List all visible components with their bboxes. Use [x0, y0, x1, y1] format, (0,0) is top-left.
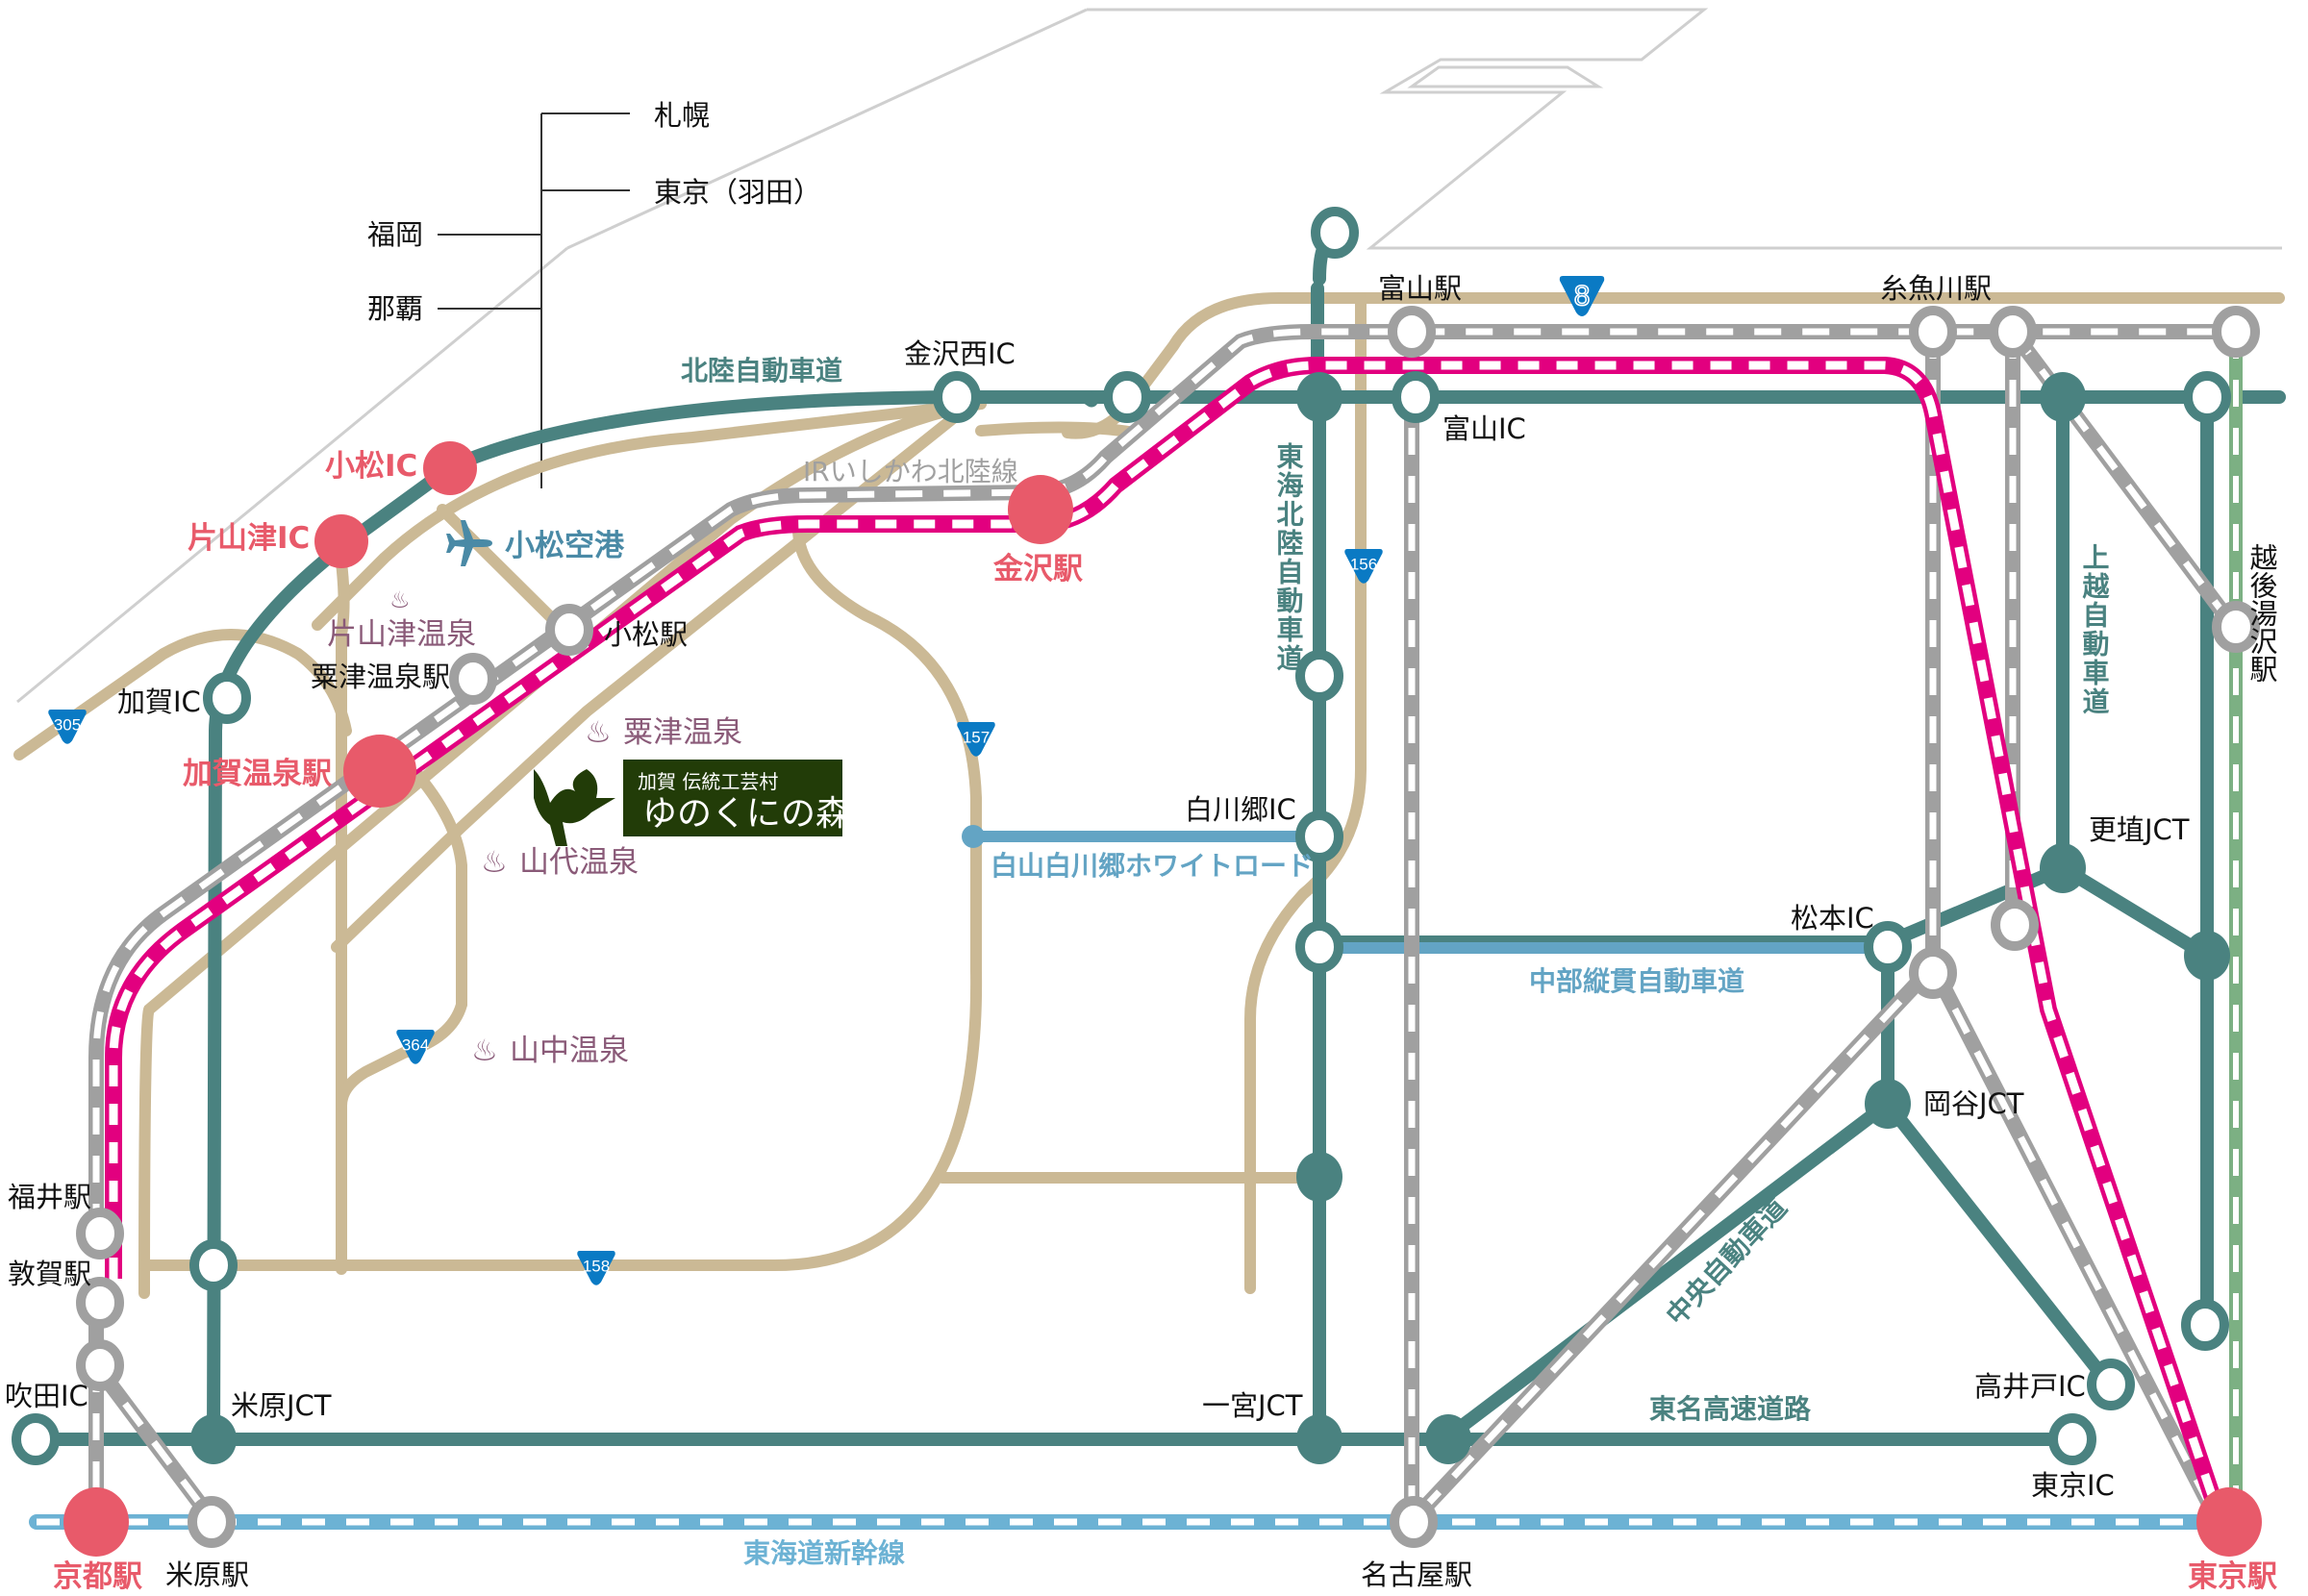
kyoto-station-marker — [63, 1487, 129, 1557]
fukui-station-label: 福井駅 — [8, 1181, 91, 1213]
maibara-jct-label: 米原JCT — [231, 1389, 332, 1422]
joetsu-expressway-label: 上越自動車道 — [2079, 543, 2111, 716]
kaga-onsen-station-marker — [343, 735, 416, 808]
maibara-station-label: 米原駅 — [165, 1559, 249, 1591]
hot-spring-icon: ♨ — [471, 1034, 498, 1068]
hot-spring-icon: ♨ — [389, 586, 411, 613]
svg-text:364: 364 — [402, 1035, 429, 1054]
komatsu-ic-marker — [423, 441, 477, 495]
route-305-shield: 305 — [48, 710, 87, 744]
komatsu-ic-label: 小松IC — [325, 449, 417, 484]
hot-spring-icon: ♨ — [585, 715, 612, 750]
toyama-station-label: 富山駅 — [1378, 272, 1462, 305]
komatsu-airport-label: 小松空港 — [505, 529, 625, 563]
land-outline — [16, 8, 2282, 704]
onsen-yamanaka: ♨ 山中温泉 — [471, 1034, 629, 1068]
okaya-jct-label: 岡谷JCT — [1923, 1087, 2024, 1120]
route-364-shield: 364 — [396, 1030, 435, 1064]
takaido-ic-label: 高井戸IC — [1974, 1370, 2086, 1403]
komatsu-station-label: 小松駅 — [604, 618, 688, 651]
chubu-jukan-label: 中部縦貫自動車道 — [1529, 965, 1744, 997]
major-points — [63, 441, 2262, 1557]
white-road-label: 白山白川郷ホワイトロード — [991, 850, 1314, 882]
tokyo-station-label: 東京駅 — [2188, 1559, 2277, 1594]
flight-dest-tokyo: 東京（羽田） — [654, 176, 821, 209]
flight-route-bracket — [438, 112, 630, 488]
kyoto-station-label: 京都駅 — [53, 1559, 142, 1594]
echigo-yuzawa-station-label: 越後湯沢駅 — [2245, 543, 2278, 683]
yunokuni-subtitle: 加賀 伝統工芸村 — [638, 770, 778, 793]
hokuriku-expressway-label: 北陸自動車道 — [681, 355, 842, 387]
katayamazu-ic-marker — [314, 514, 368, 568]
flight-dest-naha: 那覇 — [367, 292, 423, 325]
onsen-label: 山中温泉 — [510, 1034, 629, 1068]
tsuruga-station-label: 敦賀駅 — [8, 1258, 91, 1290]
flight-dest-sapporo: 札幌 — [654, 99, 710, 132]
tokai-hokuriku-expressway-label: 東海北陸自動車道 — [1273, 442, 1305, 673]
tokyo-station-marker — [2196, 1487, 2262, 1557]
kanazawa-nishi-ic-label: 金沢西IC — [904, 337, 1016, 370]
onsen-awazu: ♨ 粟津温泉 — [585, 715, 742, 750]
interchange-nodes — [12, 207, 2231, 1465]
svg-text:156: 156 — [1350, 555, 1377, 573]
svg-text:8: 8 — [1573, 280, 1591, 312]
svg-text:158: 158 — [583, 1257, 610, 1275]
kanazawa-station-label: 金沢駅 — [992, 552, 1083, 586]
onsen-yamashiro: ♨ 山代温泉 — [481, 845, 639, 880]
kaga-onsen-station-label: 加賀温泉駅 — [183, 757, 332, 791]
airplane-icon — [446, 520, 492, 566]
tomei-expressway-label: 東名高速道路 — [1649, 1393, 1812, 1425]
kanazawa-station-marker — [1008, 475, 1073, 544]
tokyo-ic-label: 東京IC — [2031, 1469, 2115, 1502]
nagoya-station-label: 名古屋駅 — [1361, 1559, 1472, 1591]
route-157-shield: 157 — [957, 722, 995, 757]
itoigawa-station-label: 糸魚川駅 — [1880, 272, 1992, 305]
kaga-ic-label: 加賀IC — [117, 686, 201, 718]
national-roads — [13, 292, 2285, 1299]
yunokuni-no-mori-callout: 加賀 伝統工芸村 ゆのくにの森 — [534, 760, 850, 846]
tokaido-shinkansen-label: 東海道新幹線 — [743, 1537, 905, 1569]
koshoku-jct-label: 更埴JCT — [2089, 813, 2190, 846]
matsumoto-ic-label: 松本IC — [1791, 902, 1874, 935]
shirakawago-ic-label: 白川郷IC — [1185, 793, 1296, 826]
white-road-endpoint — [962, 825, 985, 848]
katayamazu-ic-label: 片山津IC — [188, 521, 310, 556]
ir-ishikawa-label: IRいしかわ北陸線 — [803, 456, 1018, 487]
svg-text:305: 305 — [54, 715, 81, 734]
onsen-label: 山代温泉 — [519, 845, 639, 880]
yunokuni-title: ゆのくにの森 — [642, 794, 850, 834]
toyama-ic-label: 富山IC — [1442, 412, 1526, 445]
route-156-shield: 156 — [1344, 549, 1383, 584]
ichinomiya-jct-label: 一宮JCT — [1202, 1389, 1303, 1422]
flight-dest-fukuoka: 福岡 — [367, 218, 423, 251]
route-8-shield: 8 — [1559, 276, 1605, 316]
onsen-label: 粟津温泉 — [623, 715, 742, 750]
suita-ic-label: 吹田IC — [5, 1380, 88, 1412]
svg-text:157: 157 — [963, 728, 990, 746]
onsen-label: 片山津温泉 — [327, 617, 476, 652]
hot-spring-icon: ♨ — [481, 845, 508, 880]
awazu-onsen-station-label: 粟津温泉駅 — [311, 661, 450, 693]
onsen-katayamazu: ♨ 片山津温泉 — [327, 586, 476, 652]
bird-logo-icon — [534, 769, 615, 846]
station-nodes — [76, 306, 2260, 1548]
junction-nodes — [190, 372, 2230, 1464]
route-158-shield: 158 — [577, 1251, 615, 1285]
